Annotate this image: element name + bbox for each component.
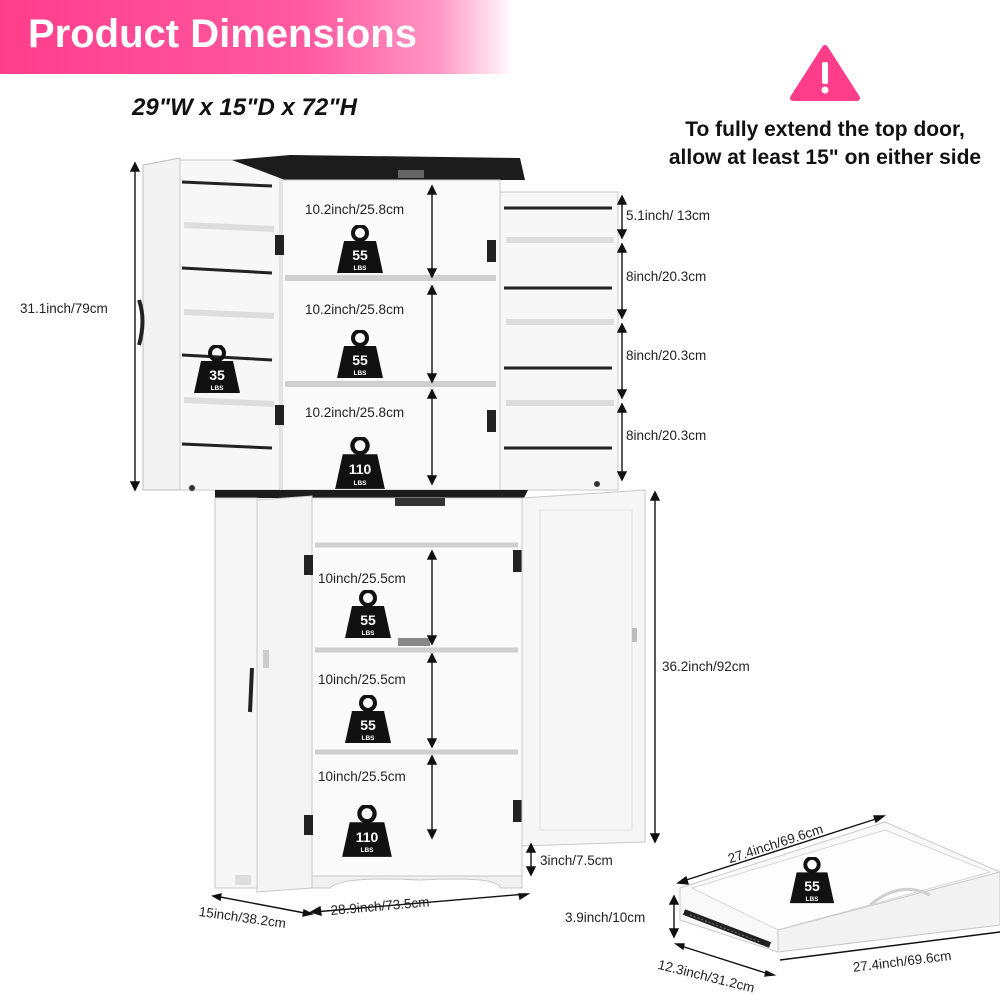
weight-label: 110	[356, 829, 379, 845]
dimension-lines	[129, 161, 1000, 977]
weight-icon: 35 LBS	[192, 345, 242, 395]
lower-height-label: 36.2inch/92cm	[662, 659, 750, 674]
weight-label: 55	[360, 612, 376, 628]
weight-unit: LBS	[361, 847, 375, 854]
lower-shelf-2-label: 10inch/25.5cm	[318, 672, 406, 687]
door-rack-1-label: 5.1inch/ 13cm	[626, 208, 711, 223]
weight-icon: 55 LBS	[343, 695, 393, 745]
weight-unit: LBS	[211, 385, 225, 392]
upper-cabinet	[137, 155, 619, 491]
warning-line-1: To fully extend the top door,	[685, 118, 965, 141]
weight-label: 55	[804, 878, 820, 894]
drawer-height-label: 3.9inch/10cm	[565, 910, 646, 925]
weight-unit: LBS	[354, 265, 368, 272]
lower-cabinet	[214, 489, 646, 893]
weight-label: 35	[209, 367, 225, 383]
door-rack-4-label: 8inch/20.3cm	[626, 428, 707, 443]
page-title: Product Dimensions	[28, 12, 417, 56]
door-rack-2-label: 8inch/20.3cm	[626, 269, 707, 284]
upper-height-label: 31.1inch/79cm	[20, 301, 108, 316]
door-rack-3-label: 8inch/20.3cm	[626, 348, 707, 363]
warning-triangle-icon	[790, 45, 860, 101]
weight-label: 55	[352, 352, 368, 368]
upper-shelf-3-label: 10.2inch/25.8cm	[305, 405, 405, 420]
warning-line-2: allow at least 15" on either side	[668, 146, 982, 169]
drawer	[679, 821, 1000, 953]
title-banner	[0, 0, 515, 74]
base-height-label: 3inch/7.5cm	[540, 853, 613, 868]
weight-label: 55	[360, 717, 376, 733]
weight-icon: 110 LBS	[335, 438, 385, 489]
lower-shelf-3-label: 10inch/25.5cm	[318, 769, 406, 784]
weight-icon: 55 LBS	[343, 590, 393, 640]
weight-label: 55	[352, 247, 368, 263]
weight-unit: LBS	[806, 896, 820, 903]
weight-unit: LBS	[354, 370, 368, 377]
weight-icon: 55 LBS	[335, 225, 385, 275]
weight-unit: LBS	[362, 735, 376, 742]
weight-icon: 110 LBS	[342, 806, 392, 857]
upper-shelf-2-label: 10.2inch/25.8cm	[305, 302, 405, 317]
weight-unit: LBS	[354, 480, 368, 487]
lower-shelf-1-label: 10inch/25.5cm	[318, 571, 406, 586]
weight-icon: 55 LBS	[335, 330, 385, 380]
weight-unit: LBS	[362, 630, 376, 637]
weight-icon: 55 LBS	[788, 857, 836, 905]
weight-label: 110	[349, 461, 372, 477]
warning-note: To fully extend the top door, allow at l…	[640, 116, 1000, 172]
upper-shelf-1-label: 10.2inch/25.8cm	[305, 202, 405, 217]
overall-dimensions: 29"W x 15"D x 72"H	[132, 94, 357, 121]
